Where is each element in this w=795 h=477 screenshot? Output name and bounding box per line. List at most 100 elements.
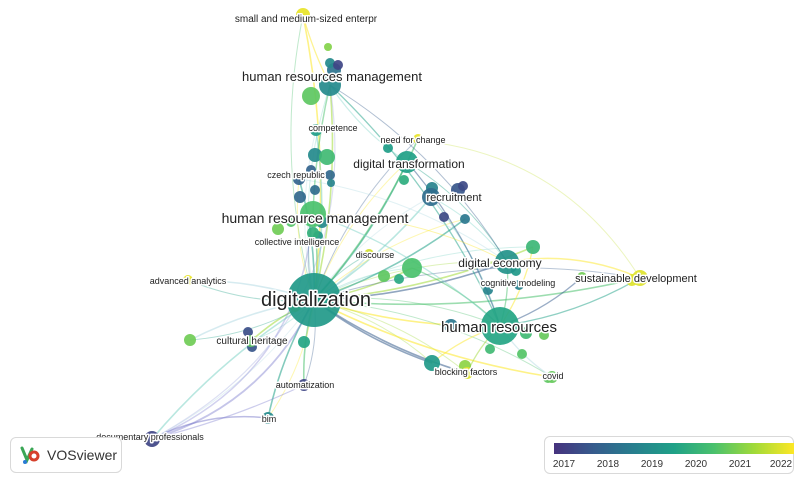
vosviewer-logo-text: VOSviewer xyxy=(47,447,118,463)
node-layer xyxy=(144,8,648,447)
covid-node[interactable] xyxy=(546,371,558,383)
minor-keyword-node[interactable] xyxy=(294,191,306,203)
need-for-change-label[interactable]: need for change xyxy=(379,134,447,147)
link-line xyxy=(151,415,269,440)
human-resources-node[interactable] xyxy=(481,307,519,345)
discourse-node[interactable] xyxy=(364,249,374,259)
blocking-factors-label[interactable]: blocking factors xyxy=(433,366,499,379)
blocking-factors-node[interactable] xyxy=(461,367,473,379)
need-for-change-node[interactable] xyxy=(413,134,423,144)
bim-node[interactable] xyxy=(262,412,274,424)
minor-keyword-node[interactable] xyxy=(517,349,527,359)
competence-label[interactable]: competence xyxy=(307,122,359,135)
minor-keyword-node[interactable] xyxy=(539,330,549,340)
minor-keyword-node[interactable] xyxy=(302,87,320,105)
minor-keyword-node[interactable] xyxy=(272,223,284,235)
minor-keyword-node[interactable] xyxy=(308,148,322,162)
minor-keyword-node[interactable] xyxy=(325,170,335,180)
sustainable-development-label[interactable]: sustainable development xyxy=(574,272,699,287)
legend-tick: 2017 xyxy=(552,459,576,470)
minor-keyword-node[interactable] xyxy=(485,344,495,354)
minor-keyword-node[interactable] xyxy=(298,336,310,348)
link-line xyxy=(406,161,508,263)
digital-transformation-label[interactable]: digital transformation xyxy=(352,156,466,173)
minor-keyword-node[interactable] xyxy=(333,60,343,70)
link-line xyxy=(313,299,553,378)
advanced-analytics-label[interactable]: advanced analytics xyxy=(148,275,228,288)
minor-keyword-node[interactable] xyxy=(184,334,196,346)
minor-keyword-node[interactable] xyxy=(319,149,335,165)
documentary-professionals-label[interactable]: documentary professionals xyxy=(95,431,206,444)
minor-keyword-node[interactable] xyxy=(424,355,440,371)
discourse-label[interactable]: discourse xyxy=(354,249,396,262)
collective-intelligence-label[interactable]: collective intelligence xyxy=(253,236,341,249)
link-line xyxy=(151,384,305,440)
link-line xyxy=(313,267,641,301)
czech-republic-label[interactable]: czech republic xyxy=(266,169,327,182)
minor-keyword-node[interactable] xyxy=(526,240,540,254)
minor-keyword-node[interactable] xyxy=(325,58,335,68)
link-line xyxy=(313,299,553,378)
czech-republic-node[interactable] xyxy=(293,173,305,185)
minor-keyword-node[interactable] xyxy=(310,185,320,195)
link-line xyxy=(313,246,534,301)
human-resources-management-label[interactable]: human resources management xyxy=(241,68,424,86)
minor-keyword-node[interactable] xyxy=(439,212,449,222)
minor-keyword-node[interactable] xyxy=(577,272,587,282)
link-line xyxy=(329,84,408,163)
human-resource-management-label[interactable]: human resource management xyxy=(220,209,410,228)
digital-transformation-node[interactable] xyxy=(396,151,418,173)
minor-keyword-node[interactable] xyxy=(399,175,409,185)
minor-keyword-node[interactable] xyxy=(460,214,470,224)
cognitive-modeling-node[interactable] xyxy=(514,280,524,290)
minor-keyword-node[interactable] xyxy=(327,179,335,187)
competence-node[interactable] xyxy=(310,124,322,136)
digital-economy-node[interactable] xyxy=(495,250,519,274)
bim-label[interactable]: bim xyxy=(260,413,278,426)
minor-keyword-node[interactable] xyxy=(306,165,316,175)
human-resources-label[interactable]: human resources xyxy=(440,318,559,338)
cultural-heritage-label[interactable]: cultural heritage xyxy=(215,335,290,349)
legend-tick: 2021 xyxy=(728,459,752,470)
legend-gradient-bar xyxy=(554,443,794,454)
minor-keyword-node[interactable] xyxy=(383,143,393,153)
link-line xyxy=(406,161,501,327)
legend-tick: 2020 xyxy=(684,459,708,470)
cognitive-modeling-label[interactable]: cognitive modeling xyxy=(479,277,557,290)
link-line xyxy=(151,213,314,440)
digitalization-node[interactable] xyxy=(287,273,341,327)
automatization-node[interactable] xyxy=(298,379,310,391)
legend-tick: 2022 xyxy=(769,459,793,470)
minor-keyword-node[interactable] xyxy=(324,43,332,51)
minor-keyword-node[interactable] xyxy=(402,258,422,278)
minor-keyword-node[interactable] xyxy=(520,327,532,339)
cultural-heritage-node[interactable] xyxy=(245,335,257,347)
human-resources-management-node[interactable] xyxy=(319,74,341,96)
small-medium-node[interactable] xyxy=(296,8,310,22)
digitalization-label[interactable]: digitalization xyxy=(259,288,372,313)
digital-economy-label[interactable]: digital economy xyxy=(457,255,543,272)
small-medium-label[interactable]: small and medium-sized enterpr xyxy=(233,13,379,27)
recruitment-node[interactable] xyxy=(422,188,440,206)
collective-intelligence-node[interactable] xyxy=(307,227,319,239)
link-line xyxy=(151,299,315,440)
covid-label[interactable]: covid xyxy=(541,370,565,383)
link-line xyxy=(329,84,508,263)
human-resource-management-node[interactable] xyxy=(300,201,326,227)
minor-keyword-node[interactable] xyxy=(483,285,493,295)
minor-keyword-node[interactable] xyxy=(458,181,468,191)
minor-keyword-node[interactable] xyxy=(286,217,296,227)
sustainable-development-node[interactable] xyxy=(632,270,648,286)
link-line xyxy=(312,213,508,263)
recruitment-label[interactable]: recruitment xyxy=(425,191,483,206)
link-line xyxy=(506,257,641,279)
minor-keyword-node[interactable] xyxy=(243,327,253,337)
minor-keyword-node[interactable] xyxy=(394,274,404,284)
legend-tick: 2018 xyxy=(596,459,620,470)
automatization-label[interactable]: automatization xyxy=(274,379,336,392)
advanced-analytics-node[interactable] xyxy=(183,275,193,285)
minor-keyword-node[interactable] xyxy=(378,270,390,282)
documentary-professionals-node[interactable] xyxy=(144,431,160,447)
minor-keyword-node[interactable] xyxy=(444,319,458,333)
